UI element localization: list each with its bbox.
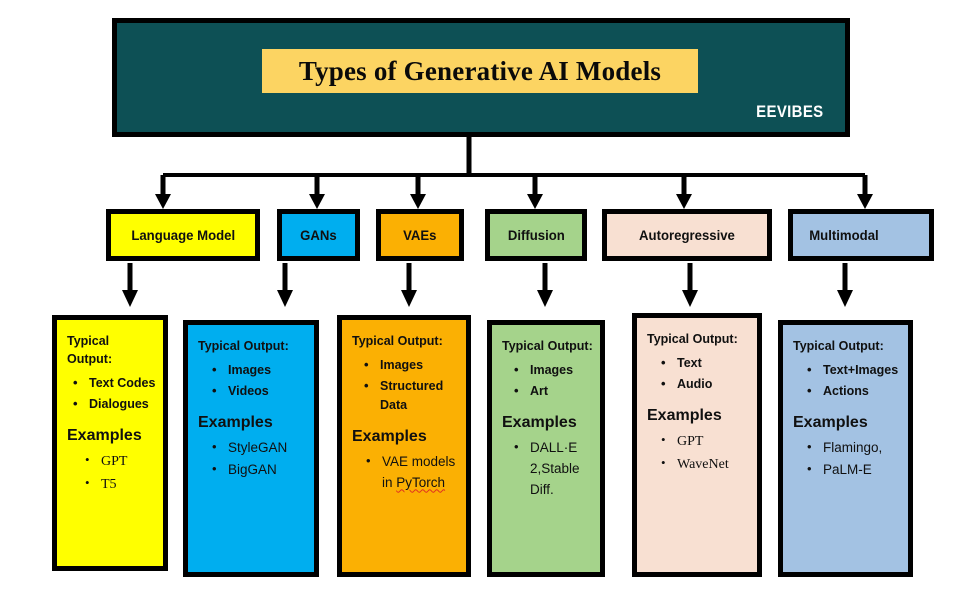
list-item: Text xyxy=(661,353,751,374)
header-banner: Types of Generative AI Models EEVIBES xyxy=(112,18,850,137)
examples-heading: Examples xyxy=(793,413,868,431)
list-item: Art xyxy=(514,380,594,401)
output-list: Text Audio xyxy=(647,353,751,394)
brand-watermark: EEVIBES xyxy=(755,102,823,121)
list-item: Flamingo, xyxy=(807,437,902,459)
list-item: Dialogues xyxy=(73,394,157,415)
examples-list: GPT WaveNet xyxy=(647,430,751,476)
category-box-gans[interactable]: GANs xyxy=(277,209,360,261)
examples-heading: Examples xyxy=(647,406,722,424)
detail-box-language-model: Typical Output: Text Codes Dialogues Exa… xyxy=(52,315,168,571)
output-list: Images Structured Data xyxy=(352,355,460,416)
list-item: DALL·E 2,Stable Diff. xyxy=(514,437,594,501)
category-label: GANs xyxy=(300,227,337,243)
category-box-diffusion[interactable]: Diffusion xyxy=(485,209,587,261)
list-item: GPT xyxy=(661,430,751,453)
list-item: Images xyxy=(514,360,594,381)
list-item: StyleGAN xyxy=(212,437,308,459)
misspelled-word: PyTorch xyxy=(396,475,446,491)
output-list: Text Codes Dialogues xyxy=(67,373,157,415)
list-item: Text Codes xyxy=(73,373,157,394)
output-heading: Typical Output: xyxy=(352,334,443,348)
output-heading: Typical Output: xyxy=(502,339,593,353)
output-heading: Typical Output: xyxy=(198,339,289,353)
detail-box-diffusion: Typical Output: Images Art Examples DALL… xyxy=(487,320,605,577)
detail-box-vaes: Typical Output: Images Structured Data E… xyxy=(337,315,471,577)
list-item: PaLM-E xyxy=(807,459,902,481)
category-label: Diffusion xyxy=(507,227,565,243)
list-item: Text+Images xyxy=(807,360,902,381)
detail-box-gans: Typical Output: Images Videos Examples S… xyxy=(183,320,319,577)
category-box-vaes[interactable]: VAEs xyxy=(376,209,464,261)
category-label: Multimodal xyxy=(809,227,879,243)
list-item: Images xyxy=(212,360,308,381)
output-heading: Typical Output: xyxy=(647,332,738,346)
example-text: VAE models in PyTorch xyxy=(382,454,456,491)
output-list: Images Art xyxy=(502,360,594,401)
list-item: Actions xyxy=(807,380,902,401)
detail-box-multimodal: Typical Output: Text+Images Actions Exam… xyxy=(778,320,913,577)
list-item: Structured Data xyxy=(364,376,460,416)
detail-box-autoregressive: Typical Output: Text Audio Examples GPT … xyxy=(632,313,762,577)
category-box-autoregressive[interactable]: Autoregressive xyxy=(602,209,772,261)
output-heading: Typical Output: xyxy=(67,334,113,367)
list-item: T5 xyxy=(85,473,157,496)
list-item: VAE models in PyTorch xyxy=(366,451,460,494)
output-heading: Typical Output: xyxy=(793,339,884,353)
list-item: Videos xyxy=(212,380,308,401)
list-item: GPT xyxy=(85,450,157,473)
list-item: WaveNet xyxy=(661,453,751,476)
page-title: Types of Generative AI Models xyxy=(298,55,662,86)
examples-list: StyleGAN BigGAN xyxy=(198,437,308,481)
category-label: Language Model xyxy=(131,227,235,243)
examples-list: GPT T5 xyxy=(67,450,157,496)
category-box-multimodal[interactable]: Multimodal xyxy=(788,209,934,261)
list-item: Images xyxy=(364,355,460,376)
list-item: BigGAN xyxy=(212,459,308,481)
output-list: Text+Images Actions xyxy=(793,360,902,401)
examples-list: Flamingo, PaLM-E xyxy=(793,437,902,481)
title-banner: Types of Generative AI Models xyxy=(262,49,698,93)
examples-list: DALL·E 2,Stable Diff. xyxy=(502,437,594,501)
examples-heading: Examples xyxy=(352,428,427,446)
category-label: Autoregressive xyxy=(639,227,735,243)
examples-list: VAE models in PyTorch xyxy=(352,451,460,494)
examples-heading: Examples xyxy=(67,427,142,444)
output-list: Images Videos xyxy=(198,360,308,401)
category-box-language-model[interactable]: Language Model xyxy=(106,209,260,261)
list-item: Audio xyxy=(661,373,751,394)
examples-heading: Examples xyxy=(198,413,273,431)
category-label: VAEs xyxy=(403,227,437,243)
examples-heading: Examples xyxy=(502,413,577,431)
